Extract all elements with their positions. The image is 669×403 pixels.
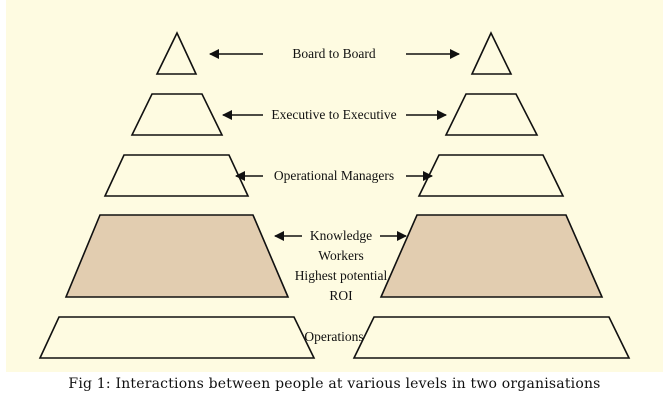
label-operations: Operations [304, 329, 363, 344]
level-labels: Board to Board Executive to Executive Op… [271, 46, 396, 344]
right-organisation-pyramid [352, 31, 631, 359]
interaction-diagram: Board to Board Executive to Executive Op… [38, 31, 631, 359]
right-level-operational-managers [417, 154, 565, 197]
left-level-executive [130, 93, 224, 136]
left-level-knowledge-workers [64, 214, 290, 298]
figure-caption: Fig 1: Interactions between people at va… [68, 376, 601, 392]
interaction-arrows [209, 49, 460, 241]
label-board-to-board: Board to Board [292, 46, 375, 61]
left-level-operations [38, 316, 316, 359]
label-operational-managers: Operational Managers [274, 168, 394, 183]
label-workers: Workers [318, 248, 363, 263]
left-level-operational-managers [103, 154, 250, 197]
right-level-knowledge-workers [379, 214, 604, 298]
label-roi: ROI [329, 288, 353, 303]
label-knowledge: Knowledge [310, 228, 372, 243]
label-highest-potential: Highest potential [295, 268, 388, 283]
right-level-board [470, 31, 513, 75]
left-level-board [155, 31, 198, 75]
diagram-background [6, 0, 663, 372]
right-level-operations [352, 316, 631, 359]
label-executive-to-executive: Executive to Executive [271, 107, 396, 122]
left-organisation-pyramid [38, 31, 316, 359]
right-level-executive [444, 93, 539, 136]
